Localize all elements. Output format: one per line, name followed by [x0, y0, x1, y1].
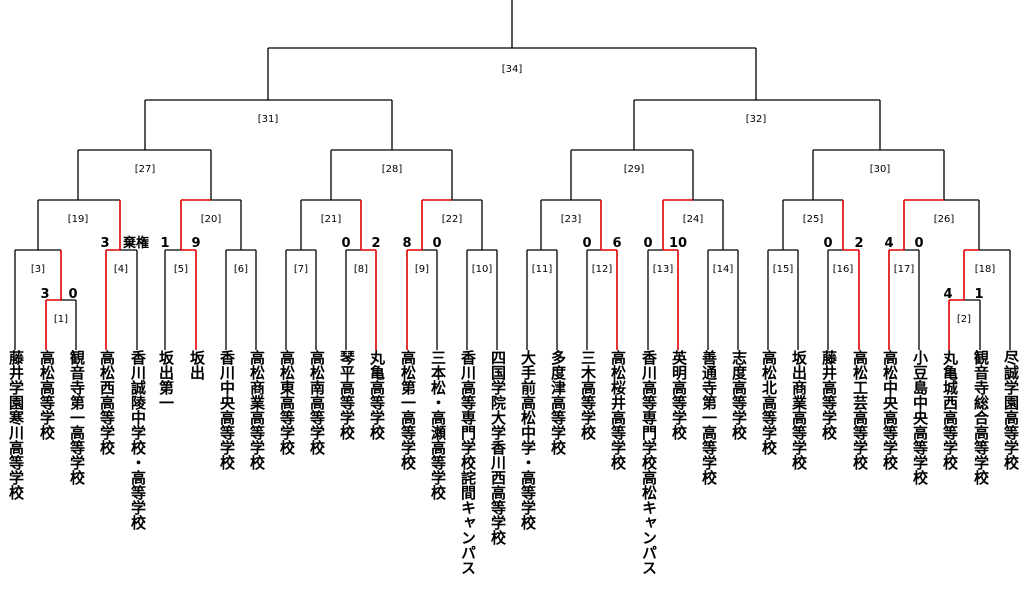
match-label: [7]: [294, 264, 308, 275]
match-label: [29]: [624, 164, 645, 175]
team-name: 高松北高等学校: [760, 350, 778, 455]
team-name: 香川中央高等学校: [218, 350, 236, 470]
winner-path-lines: [45, 199, 979, 350]
score-left: 4: [884, 236, 893, 251]
team-name: 観音寺第一高等学校: [68, 350, 86, 485]
scores: 3 0 4 1 3 棄権 1 9 0 2 8 0 0 6 0 10 0 2 4 …: [40, 235, 983, 302]
match-label: [22]: [442, 214, 463, 225]
match-label: [1]: [54, 314, 68, 325]
score-right: 2: [371, 236, 380, 251]
match-label: [5]: [174, 264, 188, 275]
team-name: 小豆島中央高等学校: [911, 350, 929, 485]
team-name: 丸亀城西高等学校: [941, 350, 959, 470]
match-label: [14]: [713, 264, 734, 275]
team-name: 坂出: [188, 350, 206, 380]
score-left: 0: [582, 236, 591, 251]
match-label: [17]: [894, 264, 915, 275]
match-labels: [34] [31] [32] [27] [28] [29] [30] [19] …: [31, 64, 995, 325]
score-right: 棄権: [122, 235, 149, 251]
team-name: 香川高等専門学校詫間キャンパス: [459, 350, 477, 575]
score-left: 8: [402, 236, 411, 251]
match-label: [9]: [415, 264, 429, 275]
score-right: 0: [68, 287, 77, 302]
score-left: 4: [943, 287, 952, 302]
bracket-lines: [14, 0, 1011, 350]
match-label: [26]: [934, 214, 955, 225]
match-label: [23]: [561, 214, 582, 225]
match-label: [24]: [683, 214, 704, 225]
score-left: 3: [40, 287, 49, 302]
score-left: 3: [100, 236, 109, 251]
team-name: 坂出商業高等学校: [790, 350, 808, 470]
score-left: 1: [160, 236, 169, 251]
team-name: 高松西高等学校: [98, 350, 116, 455]
match-label: [28]: [382, 164, 403, 175]
match-label: [27]: [135, 164, 156, 175]
team-name: 四国学院大学香川西高等学校: [489, 350, 507, 545]
match-label: [10]: [472, 264, 493, 275]
score-left: 0: [341, 236, 350, 251]
team-name: 大手前高松中学・高等学校: [519, 350, 537, 530]
team-name: 藤井学園寒川高等学校: [7, 350, 25, 500]
team-name: 高松中央高等学校: [881, 350, 899, 470]
match-label: [20]: [201, 214, 222, 225]
match-label: [34]: [502, 64, 523, 75]
team-name: 尽誠学園高等学校: [1002, 350, 1020, 470]
team-name: 坂出第一: [157, 350, 175, 410]
score-right: 10: [669, 236, 687, 251]
score-right: 9: [191, 236, 200, 251]
team-name: 藤井高等学校: [820, 350, 838, 440]
match-label: [16]: [833, 264, 854, 275]
match-label: [4]: [114, 264, 128, 275]
match-label: [18]: [975, 264, 996, 275]
team-name: 高松工芸高等学校: [851, 350, 869, 470]
match-label: [13]: [653, 264, 674, 275]
score-right: 6: [612, 236, 621, 251]
match-label: [19]: [68, 214, 89, 225]
team-name: 琴平高等学校: [338, 350, 356, 440]
team-name: 高松東高等学校: [278, 350, 296, 455]
match-label: [8]: [354, 264, 368, 275]
team-name: 高松商業高等学校: [248, 350, 266, 470]
match-label: [21]: [321, 214, 342, 225]
match-label: [11]: [532, 264, 553, 275]
score-right: 2: [854, 236, 863, 251]
team-name: 高松第一高等学校: [399, 350, 417, 470]
match-label: [25]: [803, 214, 824, 225]
score-right: 0: [432, 236, 441, 251]
team-name: 観音寺総合高等学校: [972, 350, 990, 485]
score-left: 0: [643, 236, 652, 251]
match-label: [32]: [746, 114, 767, 125]
team-name: 志度高等学校: [730, 350, 748, 440]
match-label: [31]: [258, 114, 279, 125]
score-left: 0: [823, 236, 832, 251]
team-name: 三本松・高瀬高等学校: [429, 350, 447, 500]
team-name: 高松高等学校: [38, 350, 56, 440]
team-name: 高松南高等学校: [308, 350, 326, 455]
team-name: 三木高等学校: [579, 350, 597, 440]
match-label: [3]: [31, 264, 45, 275]
team-name: 丸亀高等学校: [368, 350, 386, 440]
team-name: 善通寺第一高等学校: [700, 350, 718, 485]
match-label: [15]: [773, 264, 794, 275]
match-label: [30]: [870, 164, 891, 175]
match-label: [2]: [957, 314, 971, 325]
team-name: 英明高等学校: [670, 350, 688, 440]
team-name: 多度津高等学校: [549, 350, 567, 455]
team-name: 高松桜井高等学校: [609, 350, 627, 470]
team-name: 香川高等専門学校高松キャンパス: [640, 350, 658, 575]
score-right: 0: [914, 236, 923, 251]
match-label: [12]: [592, 264, 613, 275]
team-name: 香川誠陵中学校・高等学校: [129, 350, 147, 530]
score-right: 1: [974, 287, 983, 302]
match-label: [6]: [234, 264, 248, 275]
